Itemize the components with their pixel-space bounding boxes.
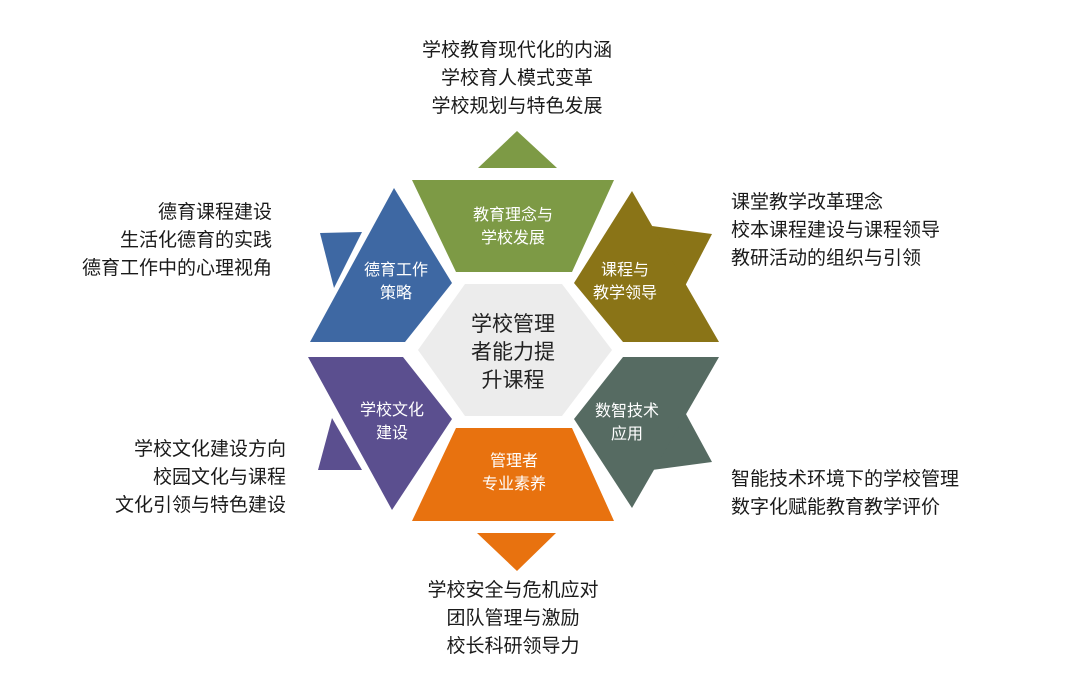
segment-upper-right-label-1: 课程与 — [601, 260, 649, 279]
arrow-lower-left — [318, 418, 362, 470]
outer-bottom-line-3: 校长科研领导力 — [446, 635, 579, 657]
outer-upper-right-line-3: 教研活动的组织与引领 — [731, 247, 921, 269]
segment-top-label-2: 学校发展 — [481, 228, 545, 247]
outer-upper-left-line-1: 德育课程建设 — [158, 201, 272, 223]
arrow-lower-right — [652, 403, 712, 470]
outer-lower-left-line-1: 学校文化建设方向 — [134, 438, 286, 460]
segment-top — [412, 180, 614, 272]
arrow-upper-left — [320, 232, 362, 288]
outer-lower-right-line-2: 数字化赋能教育教学评价 — [731, 496, 940, 518]
outer-bottom-line-2: 团队管理与激励 — [446, 607, 579, 629]
segment-upper-left-label-1: 德育工作 — [364, 260, 428, 279]
arrow-upper-right — [652, 226, 712, 288]
segment-bottom — [412, 428, 614, 521]
center-hexagon — [418, 284, 612, 416]
segment-top-label-1: 教育理念与 — [473, 205, 553, 224]
segment-lower-right — [574, 357, 719, 508]
segment-bottom-label-2: 专业素养 — [482, 474, 546, 493]
outer-top-line-2: 学校育人模式变革 — [441, 67, 593, 89]
segment-lower-left — [308, 357, 452, 510]
segment-upper-right — [574, 191, 719, 342]
center-label-line3: 升课程 — [482, 368, 545, 392]
arrow-bottom — [477, 533, 556, 571]
segment-upper-left — [310, 188, 452, 342]
arrow-top — [478, 131, 557, 168]
center-label-line1: 学校管理 — [471, 312, 555, 336]
outer-lower-right-line-1: 智能技术环境下的学校管理 — [731, 468, 959, 490]
outer-upper-right-line-2: 校本课程建设与课程领导 — [731, 219, 940, 241]
center-label-line2: 者能力提 — [471, 340, 555, 364]
segment-upper-right-label-2: 教学领导 — [593, 283, 657, 302]
segment-lower-right-label-2: 应用 — [611, 424, 643, 443]
outer-upper-right-line-1: 课堂教学改革理念 — [731, 190, 883, 213]
outer-upper-left-line-2: 生活化德育的实践 — [120, 229, 272, 251]
segment-lower-right-label-1: 数智技术 — [595, 401, 659, 420]
outer-upper-left-line-3: 德育工作中的心理视角 — [82, 257, 272, 279]
outer-top-line-3: 学校规划与特色发展 — [431, 95, 602, 117]
outer-lower-left-line-2: 校园文化与课程 — [153, 466, 286, 488]
segment-lower-left-label-1: 学校文化 — [360, 400, 424, 419]
outer-bottom-line-1: 学校安全与危机应对 — [427, 579, 598, 601]
segment-lower-left-label-2: 建设 — [376, 423, 408, 442]
segment-upper-left-label-2: 策略 — [380, 283, 412, 302]
outer-top-line-1: 学校教育现代化的内涵 — [422, 39, 612, 61]
segment-bottom-label-1: 管理者 — [490, 451, 538, 470]
outer-lower-left-line-3: 文化引领与特色建设 — [115, 494, 286, 516]
